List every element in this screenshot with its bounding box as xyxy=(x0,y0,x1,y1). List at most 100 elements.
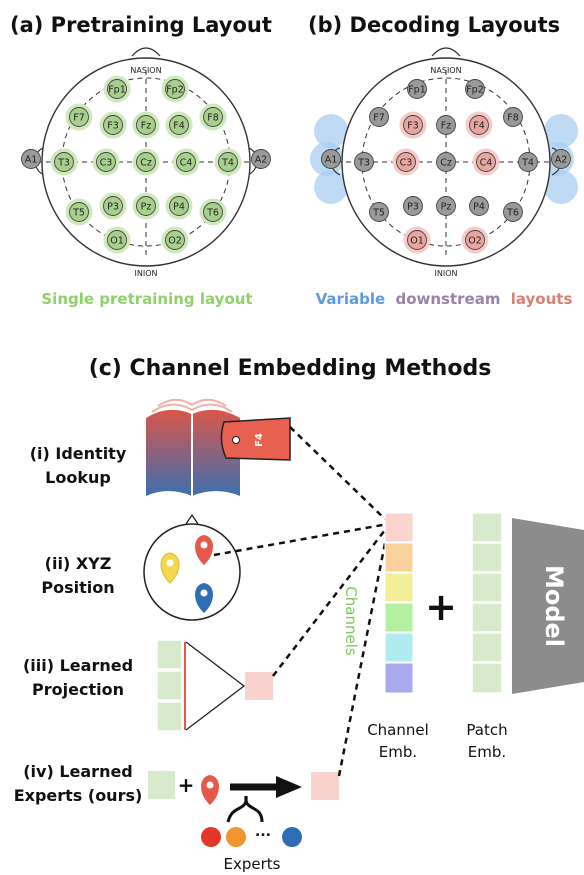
b-electrode-label: Fz xyxy=(441,120,451,131)
b-electrode-c3: C3 xyxy=(392,148,420,176)
a-electrode-label: C3 xyxy=(100,157,113,168)
b-electrode-label: A2 xyxy=(555,154,568,165)
channel-embedding-column xyxy=(384,512,414,694)
b-electrode-label: F3 xyxy=(407,120,419,131)
a-electrode-a1: A1 xyxy=(21,149,41,169)
b-electrode-c4: C4 xyxy=(472,148,500,176)
b-electrode-p4: P4 xyxy=(469,196,489,216)
b-electrode-fp1: Fp1 xyxy=(407,79,427,99)
red-pin-icon xyxy=(195,535,213,565)
method-xyz-label: (ii) XYZ Position xyxy=(41,554,114,597)
a-electrode-pz: Pz xyxy=(132,192,160,220)
a-electrode-label: F8 xyxy=(207,112,219,123)
b-electrode-label: F7 xyxy=(373,112,385,123)
ear-highlight-a1-0 xyxy=(314,114,348,148)
a-electrode-label: P4 xyxy=(173,201,185,212)
b-electrode-a2: A2 xyxy=(551,149,571,169)
channels-label: Channels xyxy=(342,586,360,656)
method-identity-label: (i) Identity Lookup xyxy=(30,444,127,487)
b-electrode-f8: F8 xyxy=(503,107,523,127)
a-electrode-fz: Fz xyxy=(132,111,160,139)
connector-xyz xyxy=(213,522,389,557)
b-electrode-p3: P3 xyxy=(403,196,423,216)
inion-label-a: INION xyxy=(135,269,158,278)
b-electrode-label: O1 xyxy=(410,235,424,246)
b-electrode-f3: F3 xyxy=(399,111,427,139)
tag-label: F4 xyxy=(254,433,265,447)
b-electrode-label: C3 xyxy=(400,157,413,168)
panel-b-caption: Variable downstream layouts xyxy=(316,290,573,308)
a-electrode-label: Fz xyxy=(141,120,151,131)
svg-text:Projection: Projection xyxy=(32,680,124,699)
b-electrode-label: P3 xyxy=(407,201,419,212)
b-electrode-f4: F4 xyxy=(465,111,493,139)
svg-text:Position: Position xyxy=(41,578,114,597)
b-electrode-label: P4 xyxy=(473,201,485,212)
a-electrode-f7: F7 xyxy=(65,103,93,131)
a-electrode-label: A2 xyxy=(255,154,268,165)
a-electrode-label: F4 xyxy=(173,120,185,131)
a-electrode-t6: T6 xyxy=(199,198,227,226)
b-electrode-label: T6 xyxy=(506,207,519,218)
model-block xyxy=(512,518,584,694)
inion-label-b: INION xyxy=(435,269,458,278)
a-electrode-cz: Cz xyxy=(132,148,160,176)
a-electrode-label: Fp1 xyxy=(108,84,126,95)
b-electrode-label: Pz xyxy=(441,201,452,212)
method-projection-label: (iii) Learned Projection xyxy=(23,656,133,699)
yellow-pin-icon xyxy=(160,552,180,584)
caption-word-variable: Variable xyxy=(316,290,386,308)
svg-text:(iii) Learned: (iii) Learned xyxy=(23,656,133,675)
patch-emb-label-line2: Emb. xyxy=(468,743,506,761)
b-electrode-label: O2 xyxy=(468,235,482,246)
svg-text:(iv) Learned: (iv) Learned xyxy=(23,762,133,781)
b-electrode-label: C4 xyxy=(480,157,493,168)
panel-a-caption: Single pretraining layout xyxy=(41,290,252,308)
a-electrode-label: T4 xyxy=(221,157,234,168)
a-electrode-label: T6 xyxy=(206,207,219,218)
a-electrode-f3: F3 xyxy=(99,111,127,139)
a-electrode-c4: C4 xyxy=(172,148,200,176)
a-electrode-label: T5 xyxy=(72,207,85,218)
b-electrode-t3: T3 xyxy=(354,152,374,172)
b-electrode-fp2: Fp2 xyxy=(465,79,485,99)
b-electrode-label: A1 xyxy=(325,154,338,165)
svg-text:(ii) XYZ: (ii) XYZ xyxy=(45,554,112,573)
a-electrode-label: Pz xyxy=(141,201,152,212)
a-electrode-t4: T4 xyxy=(214,148,242,176)
experts-ellipsis: ... xyxy=(255,824,271,840)
expert-brace xyxy=(226,795,264,823)
b-electrode-o2: O2 xyxy=(461,226,489,254)
b-electrode-label: T3 xyxy=(357,157,370,168)
a-electrode-p3: P3 xyxy=(99,192,127,220)
projection-funnel xyxy=(185,641,246,731)
channel-emb-label-line1: Channel xyxy=(367,721,429,739)
a-electrode-label: O1 xyxy=(110,235,124,246)
expert-output-square xyxy=(311,772,339,800)
a-electrode-label: F3 xyxy=(107,120,119,131)
method-experts-label: (iv) Learned Experts (ours) xyxy=(14,762,143,805)
b-electrode-label: T5 xyxy=(372,207,385,218)
connector-experts xyxy=(337,527,390,777)
expert-pin-icon xyxy=(201,775,219,805)
b-electrode-pz: Pz xyxy=(436,196,456,216)
model-label: Model xyxy=(540,565,568,647)
ear-highlight-a2-2 xyxy=(544,170,578,204)
nasion-label-a: NASION xyxy=(130,66,161,75)
xyz-head-icon xyxy=(143,513,241,621)
b-electrode-label: Cz xyxy=(440,157,452,168)
a-electrode-c3: C3 xyxy=(92,148,120,176)
a-electrode-label: Fp2 xyxy=(166,84,184,95)
b-electrode-t4: T4 xyxy=(518,152,538,172)
svg-text:Lookup: Lookup xyxy=(45,468,111,487)
ear-highlight-a2-0 xyxy=(544,114,578,148)
b-electrode-o1: O1 xyxy=(403,226,431,254)
blue-pin-icon xyxy=(195,583,213,613)
connector-projection xyxy=(272,525,389,677)
connector-lines xyxy=(213,426,390,777)
b-electrode-label: Fp1 xyxy=(408,84,426,95)
